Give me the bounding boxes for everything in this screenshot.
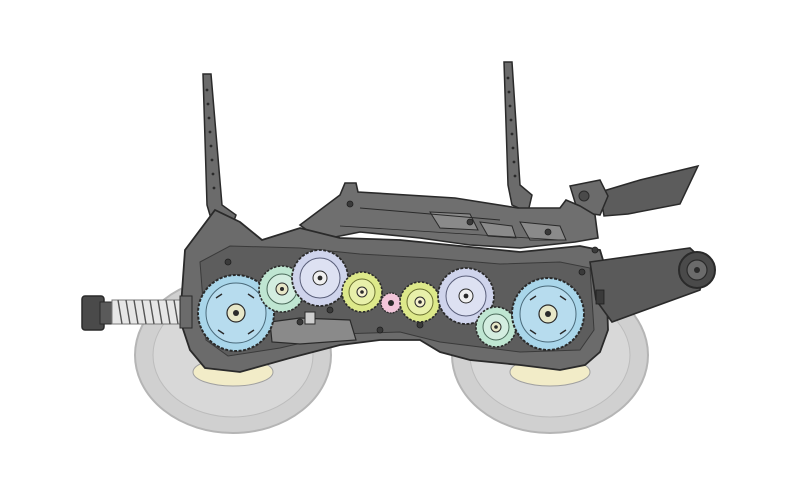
gear-center-large	[291, 249, 349, 307]
hardware-details	[296, 268, 605, 326]
gear-rear-lavender	[437, 267, 495, 325]
gear-rear-large	[511, 277, 585, 351]
gear-center-right	[399, 281, 441, 323]
rear-roller-arm	[589, 247, 716, 323]
gear-center-small	[341, 271, 383, 313]
gear-front-large	[197, 274, 275, 352]
gear-rear-teal	[475, 306, 517, 348]
front-antenna-mast	[202, 73, 237, 234]
rear-antenna-mast	[503, 61, 533, 214]
front-bumper	[81, 295, 113, 331]
gear-pink-pinion	[380, 292, 402, 314]
coil-spring	[111, 295, 193, 329]
rear-wing	[569, 164, 700, 217]
